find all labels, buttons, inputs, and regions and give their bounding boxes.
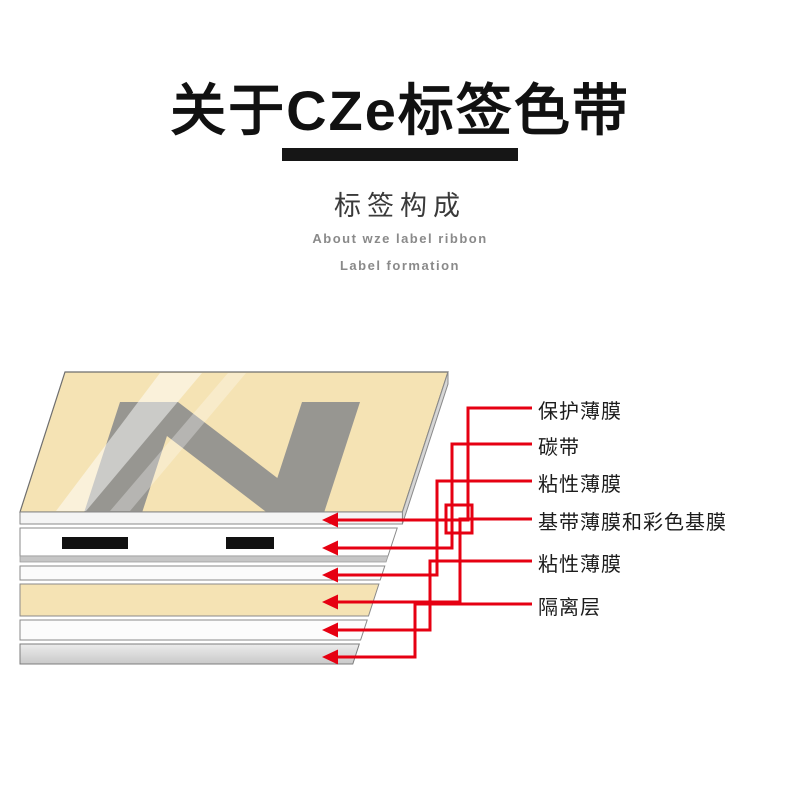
subtitle-english-line1: About wze label ribbon: [312, 231, 488, 246]
arrowhead-icon: [322, 512, 338, 528]
layer-label-protective-film: 保护薄膜: [538, 401, 622, 423]
layer-protective-film: [19, 371, 449, 525]
subtitle-english-line2: Label formation: [339, 258, 460, 273]
leader-line-adhesive-film-2: [336, 559, 532, 632]
layer-label-adhesive-film-2: 粘性薄膜: [538, 554, 622, 576]
tape-layer-stack: [19, 371, 449, 665]
layer-label-release-liner: 隔离层: [538, 597, 601, 619]
leader-line-release-liner: [336, 602, 532, 659]
arrowhead-icon: [322, 567, 338, 583]
leader-line-protective-film: [336, 406, 532, 522]
layer-label-base-film: 基带薄膜和彩色基膜: [538, 512, 727, 534]
section-subtitle: 标签构成: [334, 191, 466, 221]
layer-label-adhesive-film: 粘性薄膜: [538, 474, 622, 496]
gloss-highlight: [56, 373, 202, 511]
protective-film-edge: [19, 511, 403, 525]
arrowhead-icon: [322, 649, 338, 665]
layer-label-carbon-ribbon: 碳带: [538, 437, 580, 459]
leader-lines: [322, 406, 532, 665]
arrowhead-icon: [322, 622, 338, 638]
layer-divider-strip: [19, 555, 389, 563]
layer-adhesive-film: [19, 565, 386, 581]
ink-mark-2: [226, 537, 274, 549]
leader-line-adhesive-film: [336, 479, 532, 577]
layer-release-liner: [19, 643, 360, 665]
arrowhead-icon: [322, 594, 338, 610]
layer-adhesive-film-2: [19, 619, 368, 641]
leader-line-carbon-ribbon: [336, 442, 532, 550]
page-title: 关于CZe标签色带: [170, 79, 630, 142]
layer-carbon-ribbon: [19, 527, 398, 557]
ink-mark: [62, 537, 128, 549]
title-underline-bar: [282, 148, 518, 161]
layer-base-film: [19, 583, 380, 617]
gloss-highlight-2: [110, 373, 246, 511]
arrowhead-icon: [322, 540, 338, 556]
